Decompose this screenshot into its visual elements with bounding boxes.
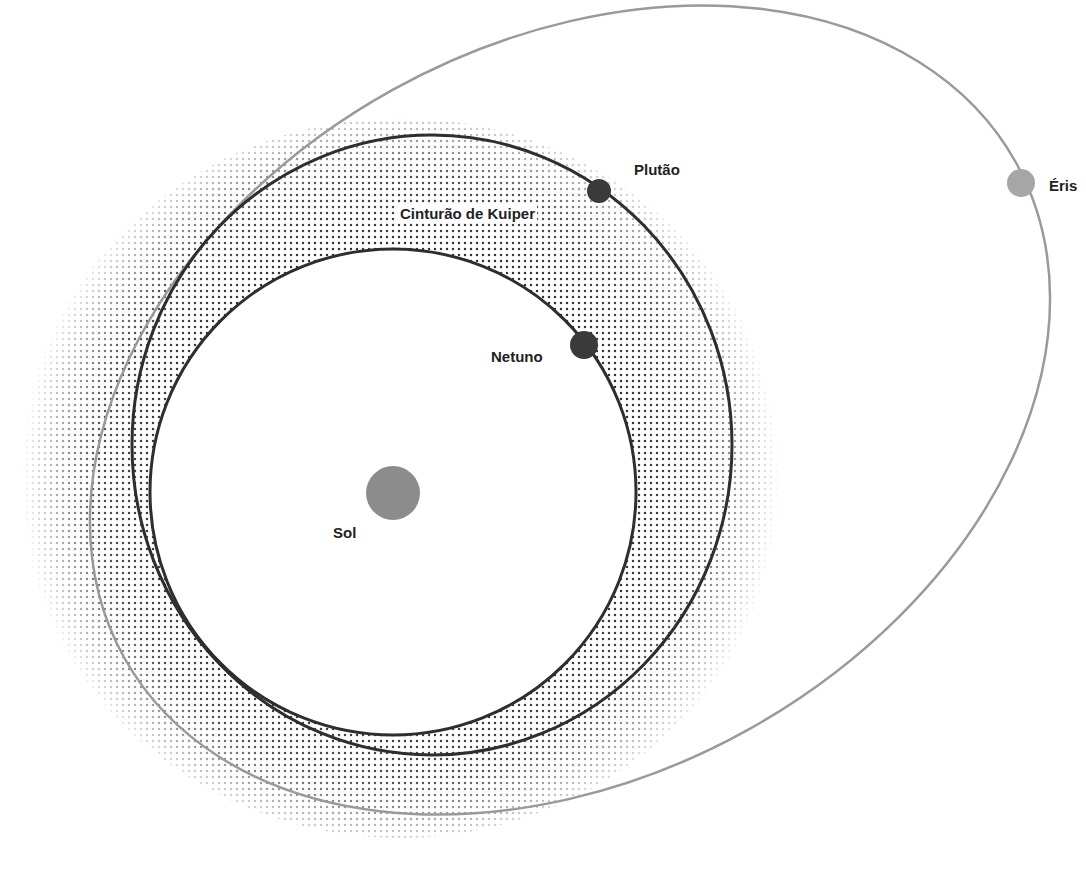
neptune-dot (570, 331, 598, 359)
planet-label: Plutão (632, 161, 682, 179)
eris-dot (1007, 169, 1035, 197)
pluto-orbit (132, 135, 732, 755)
planet-label: Netuno (489, 348, 545, 366)
neptune-orbit (150, 249, 636, 735)
region-label: Cinturão de Kuiper (398, 205, 537, 223)
star-label: Sol (331, 524, 358, 542)
pluto-dot (587, 179, 611, 203)
sun (366, 466, 420, 520)
planet-label: Éris (1047, 177, 1079, 195)
